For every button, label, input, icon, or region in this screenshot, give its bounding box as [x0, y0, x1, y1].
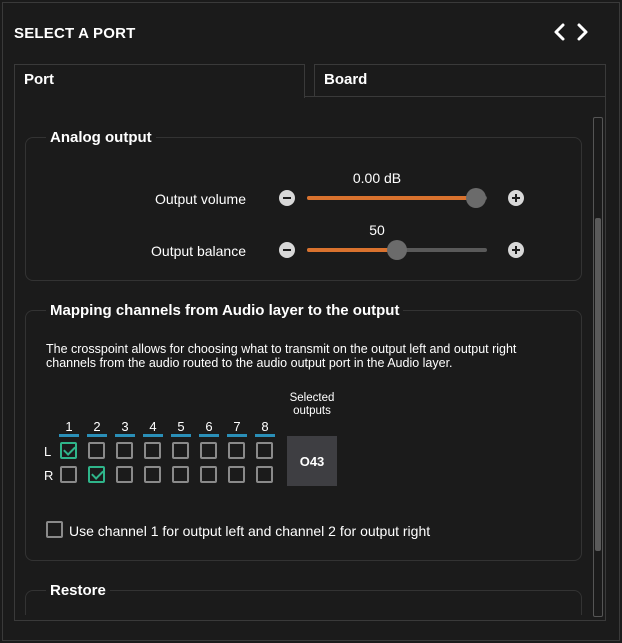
output-volume-label: Output volume	[154, 191, 246, 207]
tab-board-label: Board	[324, 71, 368, 88]
output-balance-value: 50	[369, 222, 385, 238]
next-button[interactable]	[573, 22, 591, 42]
restore-title: Restore	[50, 582, 106, 599]
row-label: L	[44, 444, 52, 459]
balance-increase-button[interactable]	[508, 242, 524, 258]
previous-button[interactable]	[551, 22, 569, 42]
output-balance-label: Output balance	[151, 243, 246, 259]
channel-indicator	[199, 434, 219, 437]
crosspoint-checkbox[interactable]	[256, 442, 273, 459]
restore-group: Restore	[25, 582, 582, 615]
channel-number: 2	[93, 419, 101, 434]
mapping-title: Mapping channels from Audio layer to the…	[50, 302, 400, 319]
output-volume-thumb[interactable]	[466, 188, 487, 208]
mapping-group: Mapping channels from Audio layer to the…	[25, 302, 582, 561]
crosspoint-checkbox[interactable]	[256, 466, 273, 483]
channel-indicator	[59, 434, 79, 437]
tab-board[interactable]: Board	[314, 64, 606, 97]
channel-number: 1	[65, 419, 73, 434]
balance-decrease-button[interactable]	[279, 242, 295, 258]
row-label: R	[44, 468, 54, 483]
crosspoint-checkbox[interactable]	[200, 466, 217, 483]
tab-content	[14, 97, 606, 621]
channel-number: 8	[261, 419, 269, 434]
selected-outputs-value: O43	[299, 453, 325, 469]
crosspoint-checkbox[interactable]	[116, 466, 133, 483]
panel-title: SELECT A PORT	[14, 25, 136, 42]
use-channel-1-2-checkbox[interactable]	[46, 521, 63, 538]
chevron-left-icon	[554, 23, 565, 41]
tab-divider	[304, 96, 606, 97]
crosspoint-checkbox[interactable]	[200, 442, 217, 459]
volume-increase-button[interactable]	[508, 190, 524, 206]
output-balance-fill	[307, 248, 397, 252]
channel-indicator	[227, 434, 247, 437]
output-volume-fill	[307, 196, 477, 200]
selected-outputs-header: Selected outputs	[289, 392, 335, 417]
crosspoint-checkbox[interactable]	[60, 466, 77, 483]
volume-decrease-button[interactable]	[279, 190, 295, 206]
analog-output-title: Analog output	[50, 129, 152, 146]
channel-number: 5	[177, 419, 185, 434]
crosspoint-checkbox[interactable]	[144, 466, 161, 483]
crosspoint-checkbox[interactable]	[172, 466, 189, 483]
channel-number: 3	[121, 419, 129, 434]
tab-port-label: Port	[24, 71, 54, 88]
crosspoint-checkbox[interactable]	[144, 442, 161, 459]
crosspoint-checkbox[interactable]	[88, 442, 105, 459]
channel-indicator	[255, 434, 275, 437]
crosspoint-checkbox[interactable]	[60, 442, 77, 459]
scrollbar-track[interactable]	[593, 117, 603, 617]
crosspoint-checkbox[interactable]	[88, 466, 105, 483]
channel-number: 6	[205, 419, 213, 434]
output-volume-value: 0.00 dB	[352, 170, 402, 186]
channel-number: 7	[233, 419, 241, 434]
channel-indicator	[115, 434, 135, 437]
mapping-description: The crosspoint allows for choosing what …	[46, 342, 517, 370]
crosspoint-checkbox[interactable]	[228, 442, 245, 459]
channel-indicator	[143, 434, 163, 437]
analog-output-group: Analog output	[25, 129, 582, 281]
tab-port[interactable]: Port	[14, 64, 305, 98]
channel-indicator	[87, 434, 107, 437]
channel-indicator	[171, 434, 191, 437]
output-balance-thumb[interactable]	[387, 240, 407, 260]
selected-outputs-box: O43	[287, 436, 337, 486]
use-channel-1-2-label: Use channel 1 for output left and channe…	[69, 523, 431, 539]
crosspoint-checkbox[interactable]	[172, 442, 189, 459]
chevron-right-icon	[577, 23, 588, 41]
scrollbar-thumb[interactable]	[595, 218, 601, 551]
crosspoint-checkbox[interactable]	[116, 442, 133, 459]
output-balance-slider[interactable]	[307, 240, 487, 260]
crosspoint-checkbox[interactable]	[228, 466, 245, 483]
channel-number: 4	[149, 419, 157, 434]
output-volume-slider[interactable]	[307, 188, 487, 208]
